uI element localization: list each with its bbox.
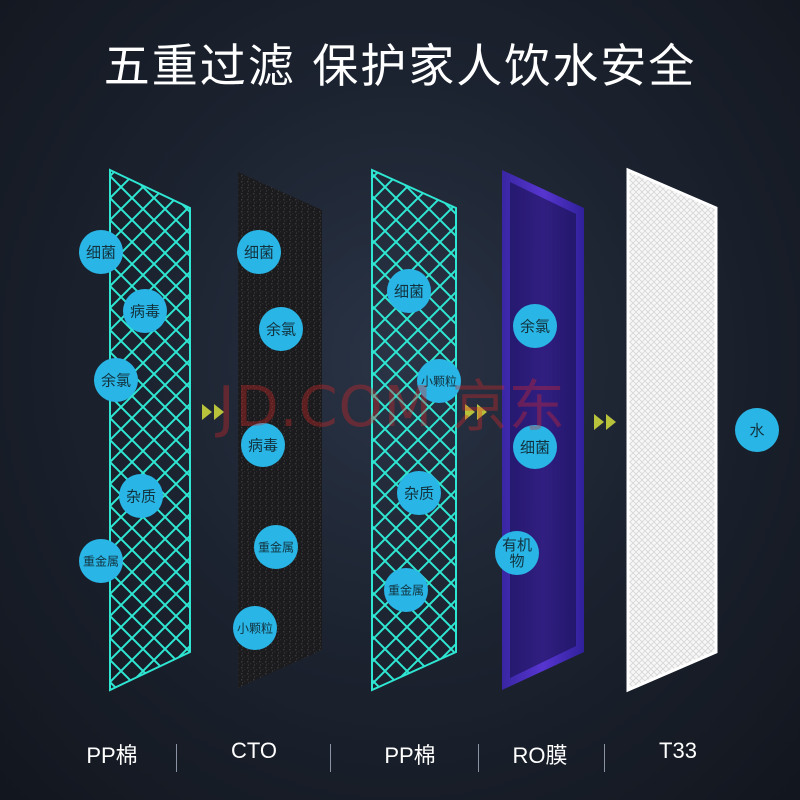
impurity-label: 余氯 [266, 320, 296, 338]
impurity-label: 小颗粒 [421, 373, 457, 388]
impurity-label: 水 [749, 421, 764, 439]
pp-cotton-layer-2 [371, 168, 457, 692]
impurity-bubble: 杂质 [119, 474, 163, 518]
flow-arrow-2 [465, 404, 487, 420]
layer-label-cto: CTO [230, 738, 278, 763]
impurity-bubble: 余氯 [513, 304, 557, 348]
impurity-label: 杂质 [404, 484, 434, 502]
impurity-bubble: 病毒 [241, 423, 285, 467]
layer-label-t33: T33 [659, 738, 697, 763]
impurity-label: 重金属 [388, 582, 424, 597]
output-water-bubble: 水 [735, 408, 779, 452]
impurity-label: 病毒 [248, 436, 278, 454]
page-title: 五重过滤 保护家人饮水安全 [103, 39, 697, 93]
impurity-bubble: 小颗粒 [417, 359, 461, 403]
impurity-bubble: 细菌 [513, 425, 557, 469]
impurity-label: 重金属 [83, 553, 119, 568]
impurity-label: 细菌 [86, 243, 116, 261]
impurity-bubble: 重金属 [384, 568, 428, 612]
impurity-label: 余氯 [101, 371, 131, 389]
t33-layer [626, 167, 718, 693]
impurity-label: 细菌 [520, 438, 550, 456]
impurity-bubble: 细菌 [387, 269, 431, 313]
impurity-label: 细菌 [244, 243, 274, 261]
impurity-label: 小颗粒 [237, 620, 273, 635]
impurity-label: 细菌 [394, 282, 424, 300]
impurity-label: 杂质 [126, 487, 156, 505]
impurity-bubble: 有机物 [495, 531, 539, 575]
layer-label-pp-2: PP棉 [384, 743, 436, 768]
impurity-bubble: 病毒 [123, 289, 167, 333]
impurity-label: 病毒 [130, 302, 160, 320]
impurity-label: 有机 [502, 536, 532, 554]
impurity-bubble: 小颗粒 [233, 606, 277, 650]
layer-label-ro: RO膜 [512, 743, 568, 768]
layer-labels: PP棉 CTO PP棉 RO膜 T33 [0, 738, 800, 778]
divider [176, 744, 177, 772]
divider [330, 744, 331, 772]
divider [604, 744, 605, 772]
impurity-bubble: 余氯 [94, 358, 138, 402]
impurity-bubble: 杂质 [397, 471, 441, 515]
flow-arrow-3 [594, 414, 616, 430]
impurity-bubble: 重金属 [79, 539, 123, 583]
divider [478, 744, 479, 772]
layer-label-pp-1: PP棉 [86, 743, 138, 768]
impurity-bubble: 重金属 [254, 525, 298, 569]
flow-arrow-1 [202, 404, 224, 420]
impurity-label: 余氯 [520, 317, 550, 335]
impurity-bubble: 细菌 [237, 230, 281, 274]
impurity-bubble: 细菌 [79, 230, 123, 274]
impurity-label: 重金属 [258, 539, 294, 554]
impurity-label: 物 [509, 552, 524, 570]
impurity-bubble: 余氯 [259, 307, 303, 351]
